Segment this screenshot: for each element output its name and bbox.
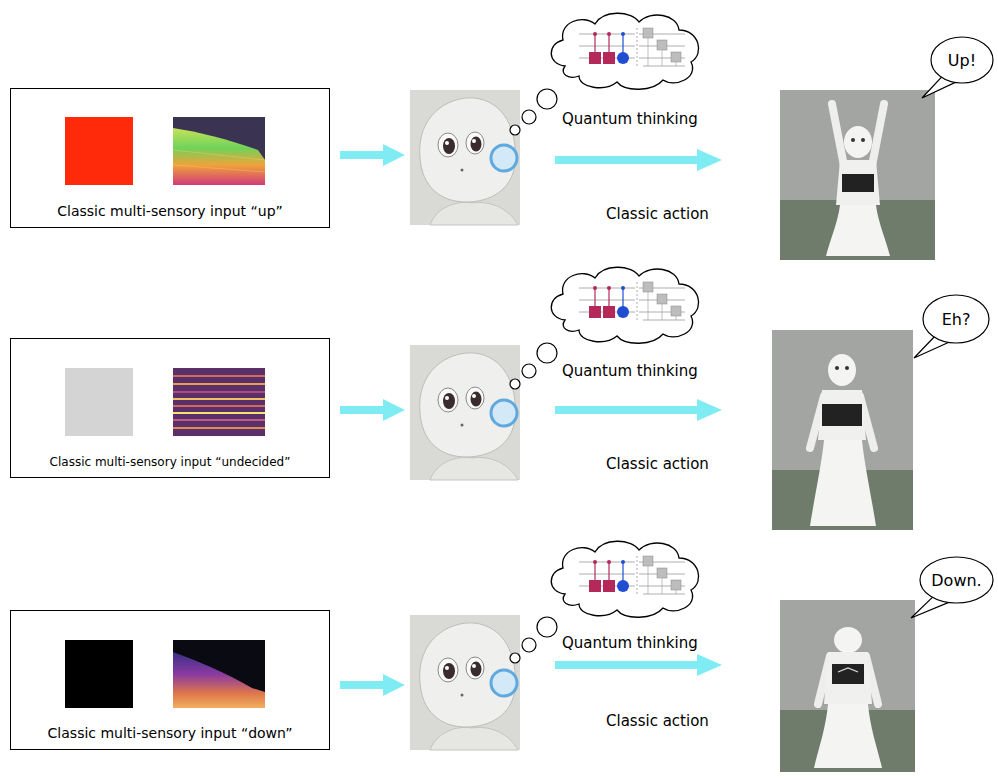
speech-ellipse xyxy=(931,37,993,83)
speech-bubble: Down. xyxy=(919,556,994,604)
speech-ellipse xyxy=(920,557,993,603)
step-label: Classic action xyxy=(606,712,709,730)
input-caption: Classic multi-sensory input “undecided” xyxy=(50,455,291,469)
step-label: Quantum thinking xyxy=(562,634,698,652)
step-label: Classic action xyxy=(606,455,709,473)
speech-ellipse xyxy=(923,295,989,343)
speech-text: Eh? xyxy=(942,310,971,329)
input-caption: Classic multi-sensory input “down” xyxy=(48,725,293,741)
step-label: Classic action xyxy=(606,205,709,223)
speech-bubble: Eh? xyxy=(922,294,990,344)
step-label: Quantum thinking xyxy=(562,362,698,380)
speech-text: Down. xyxy=(931,571,981,590)
input-box: Classic multi-sensory input “down” xyxy=(10,610,330,750)
input-box: Classic multi-sensory input “undecided” xyxy=(10,338,330,478)
speech-bubble: Up! xyxy=(930,36,994,84)
input-box: Classic multi-sensory input “up” xyxy=(10,88,330,228)
step-label: Quantum thinking xyxy=(562,110,698,128)
speech-text: Up! xyxy=(948,51,976,70)
input-caption: Classic multi-sensory input “up” xyxy=(57,203,283,219)
